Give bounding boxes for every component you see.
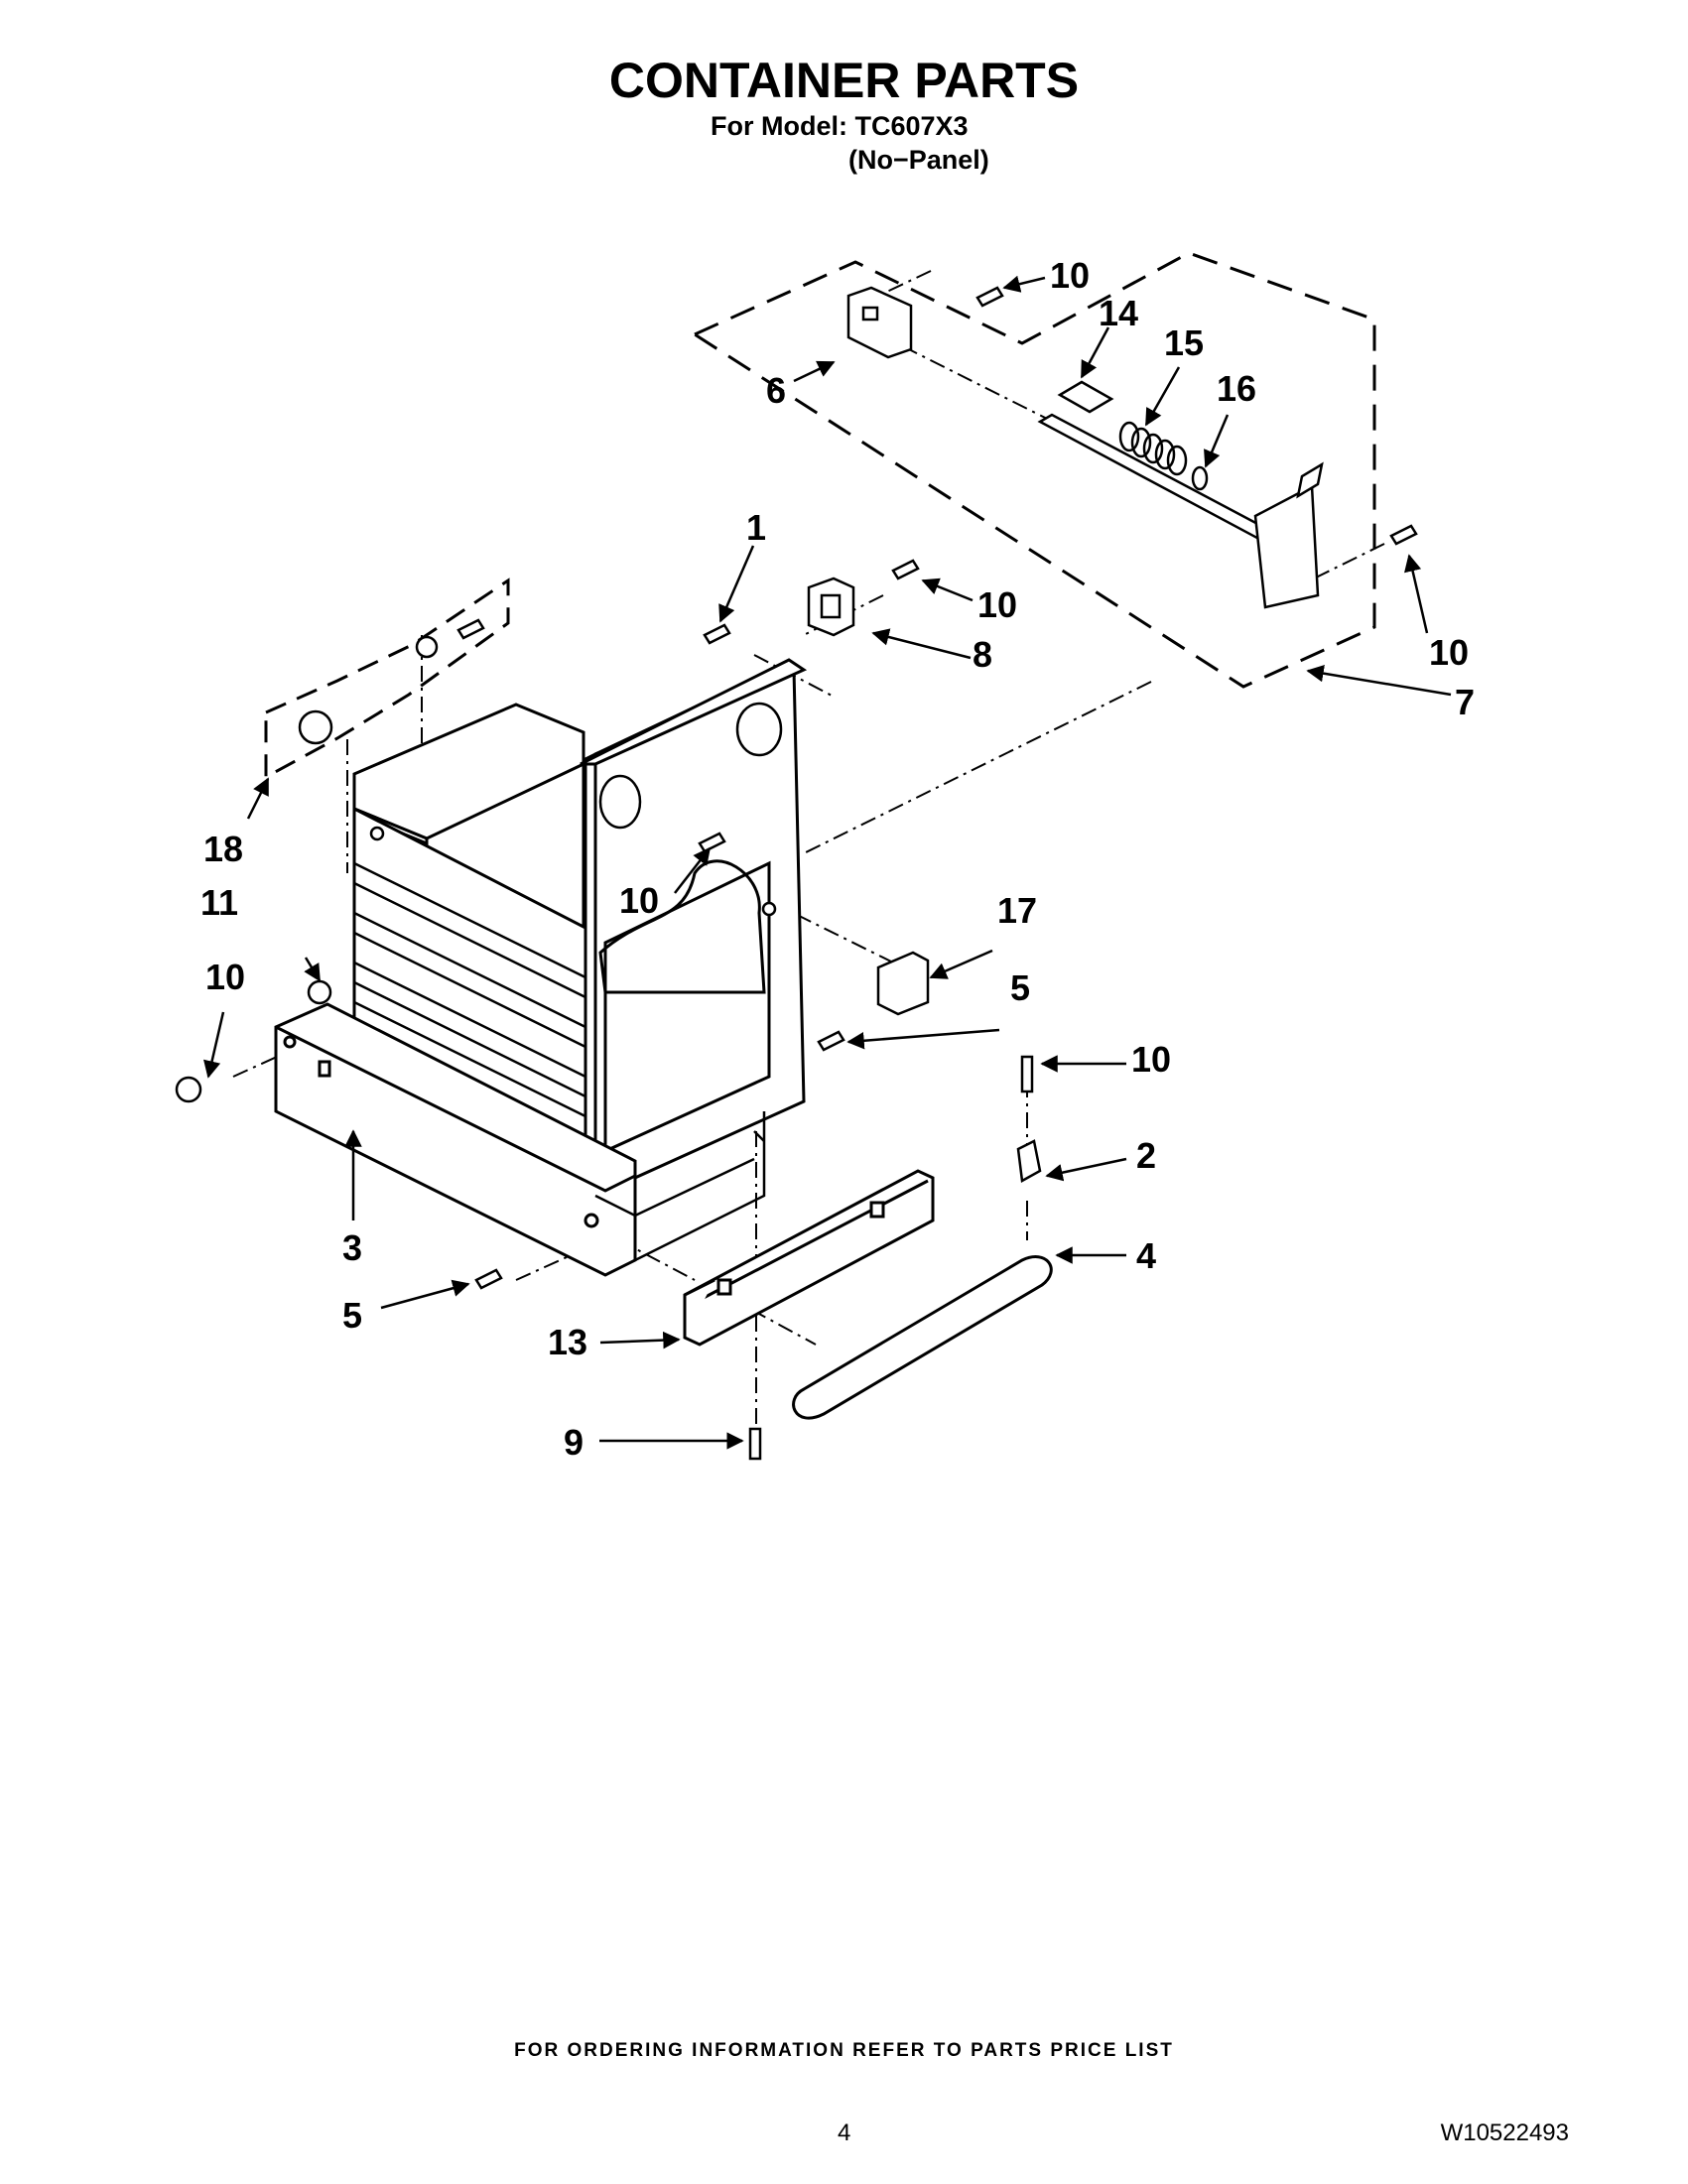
callout-leaders [203, 275, 1452, 1450]
callout-18: 18 [203, 829, 243, 869]
callout-labels: 10 14 15 16 6 1 10 10 8 7 18 10 11 17 10… [200, 255, 1475, 1463]
base-floor [594, 1111, 766, 1262]
handle-4 [792, 1255, 1053, 1420]
washer-18 [415, 635, 439, 659]
callout-13: 13 [548, 1322, 587, 1362]
callout-16: 16 [1217, 368, 1256, 409]
hinge-rod-assembly [1037, 380, 1324, 609]
page-number: 4 [838, 2120, 851, 2146]
callout-2: 2 [1136, 1135, 1156, 1176]
callout-10-vertical: 10 [1131, 1039, 1171, 1080]
document-number: W10522493 [1440, 2120, 1569, 2146]
bracket-17 [876, 951, 930, 1016]
hinge-assembly-group-outline [694, 251, 1376, 689]
callout-5-right: 5 [1010, 967, 1030, 1008]
model-line: For Model: TC607X3 [711, 111, 969, 141]
callout-8: 8 [973, 634, 992, 675]
screw-5-right [817, 1030, 845, 1052]
nut-12 [307, 979, 332, 1005]
page-title: CONTAINER PARTS [608, 53, 1080, 108]
screw-5-left [474, 1268, 503, 1290]
callout-10-right: 10 [1429, 632, 1469, 673]
callout-7: 7 [1455, 682, 1475, 722]
callout-11: 10 [205, 957, 245, 997]
screw-10-mid [891, 559, 920, 580]
hinge-bracket-6 [846, 286, 913, 359]
callout-12: 11 [200, 882, 238, 923]
housing-knockouts [369, 702, 783, 917]
toe-kick-13 [683, 1169, 935, 1347]
ordering-note: FOR ORDERING INFORMATION REFER TO PARTS … [514, 2040, 1174, 2061]
callout-10-top: 10 [1050, 255, 1090, 296]
screw-18 [456, 618, 485, 640]
cap-18 [298, 709, 333, 745]
callout-4: 4 [1136, 1235, 1156, 1276]
model-variant: (No−Panel) [848, 145, 989, 175]
bolt-11 [175, 1076, 202, 1103]
gasket-8 [807, 577, 855, 637]
callout-10-inner: 10 [619, 880, 659, 921]
screw-10-right [1389, 524, 1418, 546]
callout-10-gasket: 10 [977, 584, 1017, 625]
screw-10-vertical [1020, 1055, 1034, 1093]
screws [175, 286, 1418, 1461]
part-18-group-outline [264, 578, 510, 780]
callout-1: 1 [746, 507, 766, 548]
callout-9: 9 [564, 1422, 584, 1463]
callout-3: 3 [342, 1227, 362, 1268]
callout-15: 15 [1164, 322, 1204, 363]
clip-2 [1016, 1139, 1042, 1183]
callout-17: 17 [997, 890, 1037, 931]
callout-14: 14 [1099, 293, 1138, 333]
callout-6: 6 [766, 370, 786, 411]
callout-5-left: 5 [342, 1295, 362, 1336]
screw-10-top [975, 286, 1004, 308]
screw-9 [748, 1427, 762, 1461]
screw-1 [703, 623, 731, 645]
